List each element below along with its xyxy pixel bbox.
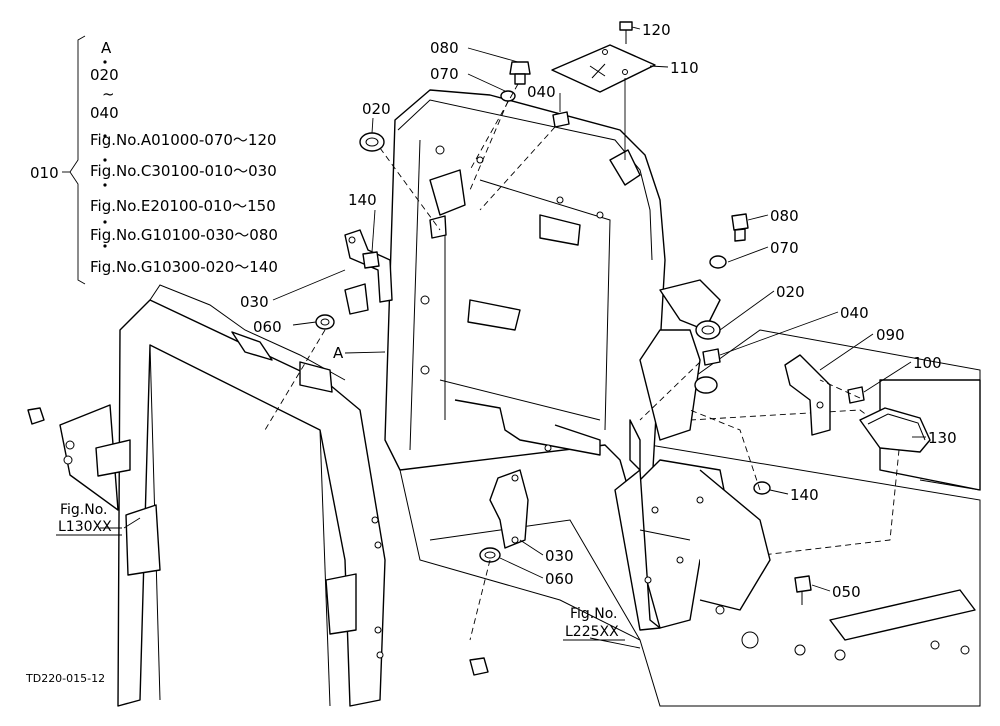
floor-deck <box>399 329 981 707</box>
bracket-030-lower <box>489 469 529 549</box>
rubber-060-upper <box>315 314 335 330</box>
bolt-080-upper <box>509 61 531 85</box>
callout-090: 090 <box>876 326 905 344</box>
bolt-080-right <box>731 213 749 242</box>
assembly-list-line-4: 040 <box>90 104 119 122</box>
leader-lines <box>100 26 926 649</box>
callout-060-upper: 060 <box>253 318 282 336</box>
callout-030-upper: 030 <box>240 293 269 311</box>
callout-130: 130 <box>928 429 957 447</box>
callout-020-right: 020 <box>776 283 805 301</box>
callouts: 120 110 080 070 040 020 140 030 060 080 … <box>240 21 957 601</box>
callout-020-upper: 020 <box>362 100 391 118</box>
pad-130 <box>859 407 931 453</box>
figure-references: Fig.No. L130XX Fig.No. L225XX <box>56 502 625 641</box>
main-part-number: 010 <box>30 164 59 182</box>
bracket-030-upper <box>344 229 393 315</box>
callout-040-right: 040 <box>840 304 869 322</box>
callout-060-lower: 060 <box>545 570 574 588</box>
bolt-040-upper <box>552 111 570 128</box>
assembly-list-line-3: ~ <box>102 85 115 103</box>
bracket-090 <box>784 354 831 436</box>
bushing-020-right <box>695 320 721 340</box>
figure-ref-2-line1: Fig.No. <box>570 606 618 622</box>
bolt-140-lower <box>753 481 771 495</box>
assembly-list-line-2: 020 <box>90 66 119 84</box>
bolt-left-upper <box>27 407 45 425</box>
disc <box>694 376 718 394</box>
main-panel-010 <box>384 89 666 531</box>
assembly-list-line-8: Fig.No.G10100-030～080 <box>90 226 278 244</box>
callout-080-right: 080 <box>770 207 799 225</box>
callout-120: 120 <box>642 21 671 39</box>
bolt-040-right <box>702 348 721 366</box>
callout-070-right: 070 <box>770 239 799 257</box>
figure-ref-1-line1: Fig.No. <box>60 502 108 518</box>
assembly-list-line-6: Fig.No.C30100-010～030 <box>90 162 277 180</box>
bolt-140-upper <box>362 251 380 269</box>
assembly-marker: A <box>333 344 344 362</box>
washer-070-right <box>709 255 727 269</box>
bolt-left-lower <box>469 657 489 676</box>
washer-070-upper <box>500 90 516 102</box>
callout-050: 050 <box>832 583 861 601</box>
callout-030-lower: 030 <box>545 547 574 565</box>
assembly-list-line-9: Fig.No.G10300-020～140 <box>90 258 278 276</box>
right-pillar <box>609 149 771 631</box>
screw-120 <box>619 21 633 44</box>
callout-110: 110 <box>670 59 699 77</box>
bolt-050 <box>794 575 812 605</box>
left-hood-frame <box>59 284 386 707</box>
callout-070-upper: 070 <box>430 65 459 83</box>
assembly-list-line-7: Fig.No.E20100-010～150 <box>90 197 276 215</box>
cover-plate-110 <box>551 44 656 160</box>
rubber-060-lower <box>479 547 501 563</box>
figure-ref-1-line2: L130XX <box>58 519 112 535</box>
callout-100: 100 <box>913 354 942 372</box>
callout-080-upper: 080 <box>430 39 459 57</box>
callout-140-lower: 140 <box>790 486 819 504</box>
assembly-list-line-5: Fig.No.A01000-070～120 <box>90 131 277 149</box>
bolt-100 <box>847 386 865 404</box>
assembly-list: A 020 ~ 040 Fig.No.A01000-070～120 Fig.No… <box>30 35 278 285</box>
assembly-list-line-1: A <box>101 39 112 57</box>
callout-040-upper: 040 <box>527 83 556 101</box>
callout-140-upper: 140 <box>348 191 377 209</box>
bushing-020-upper <box>359 132 385 152</box>
figure-ref-2-line2: L225XX <box>565 624 619 640</box>
drawing-id: TD220-015-12 <box>25 672 105 685</box>
